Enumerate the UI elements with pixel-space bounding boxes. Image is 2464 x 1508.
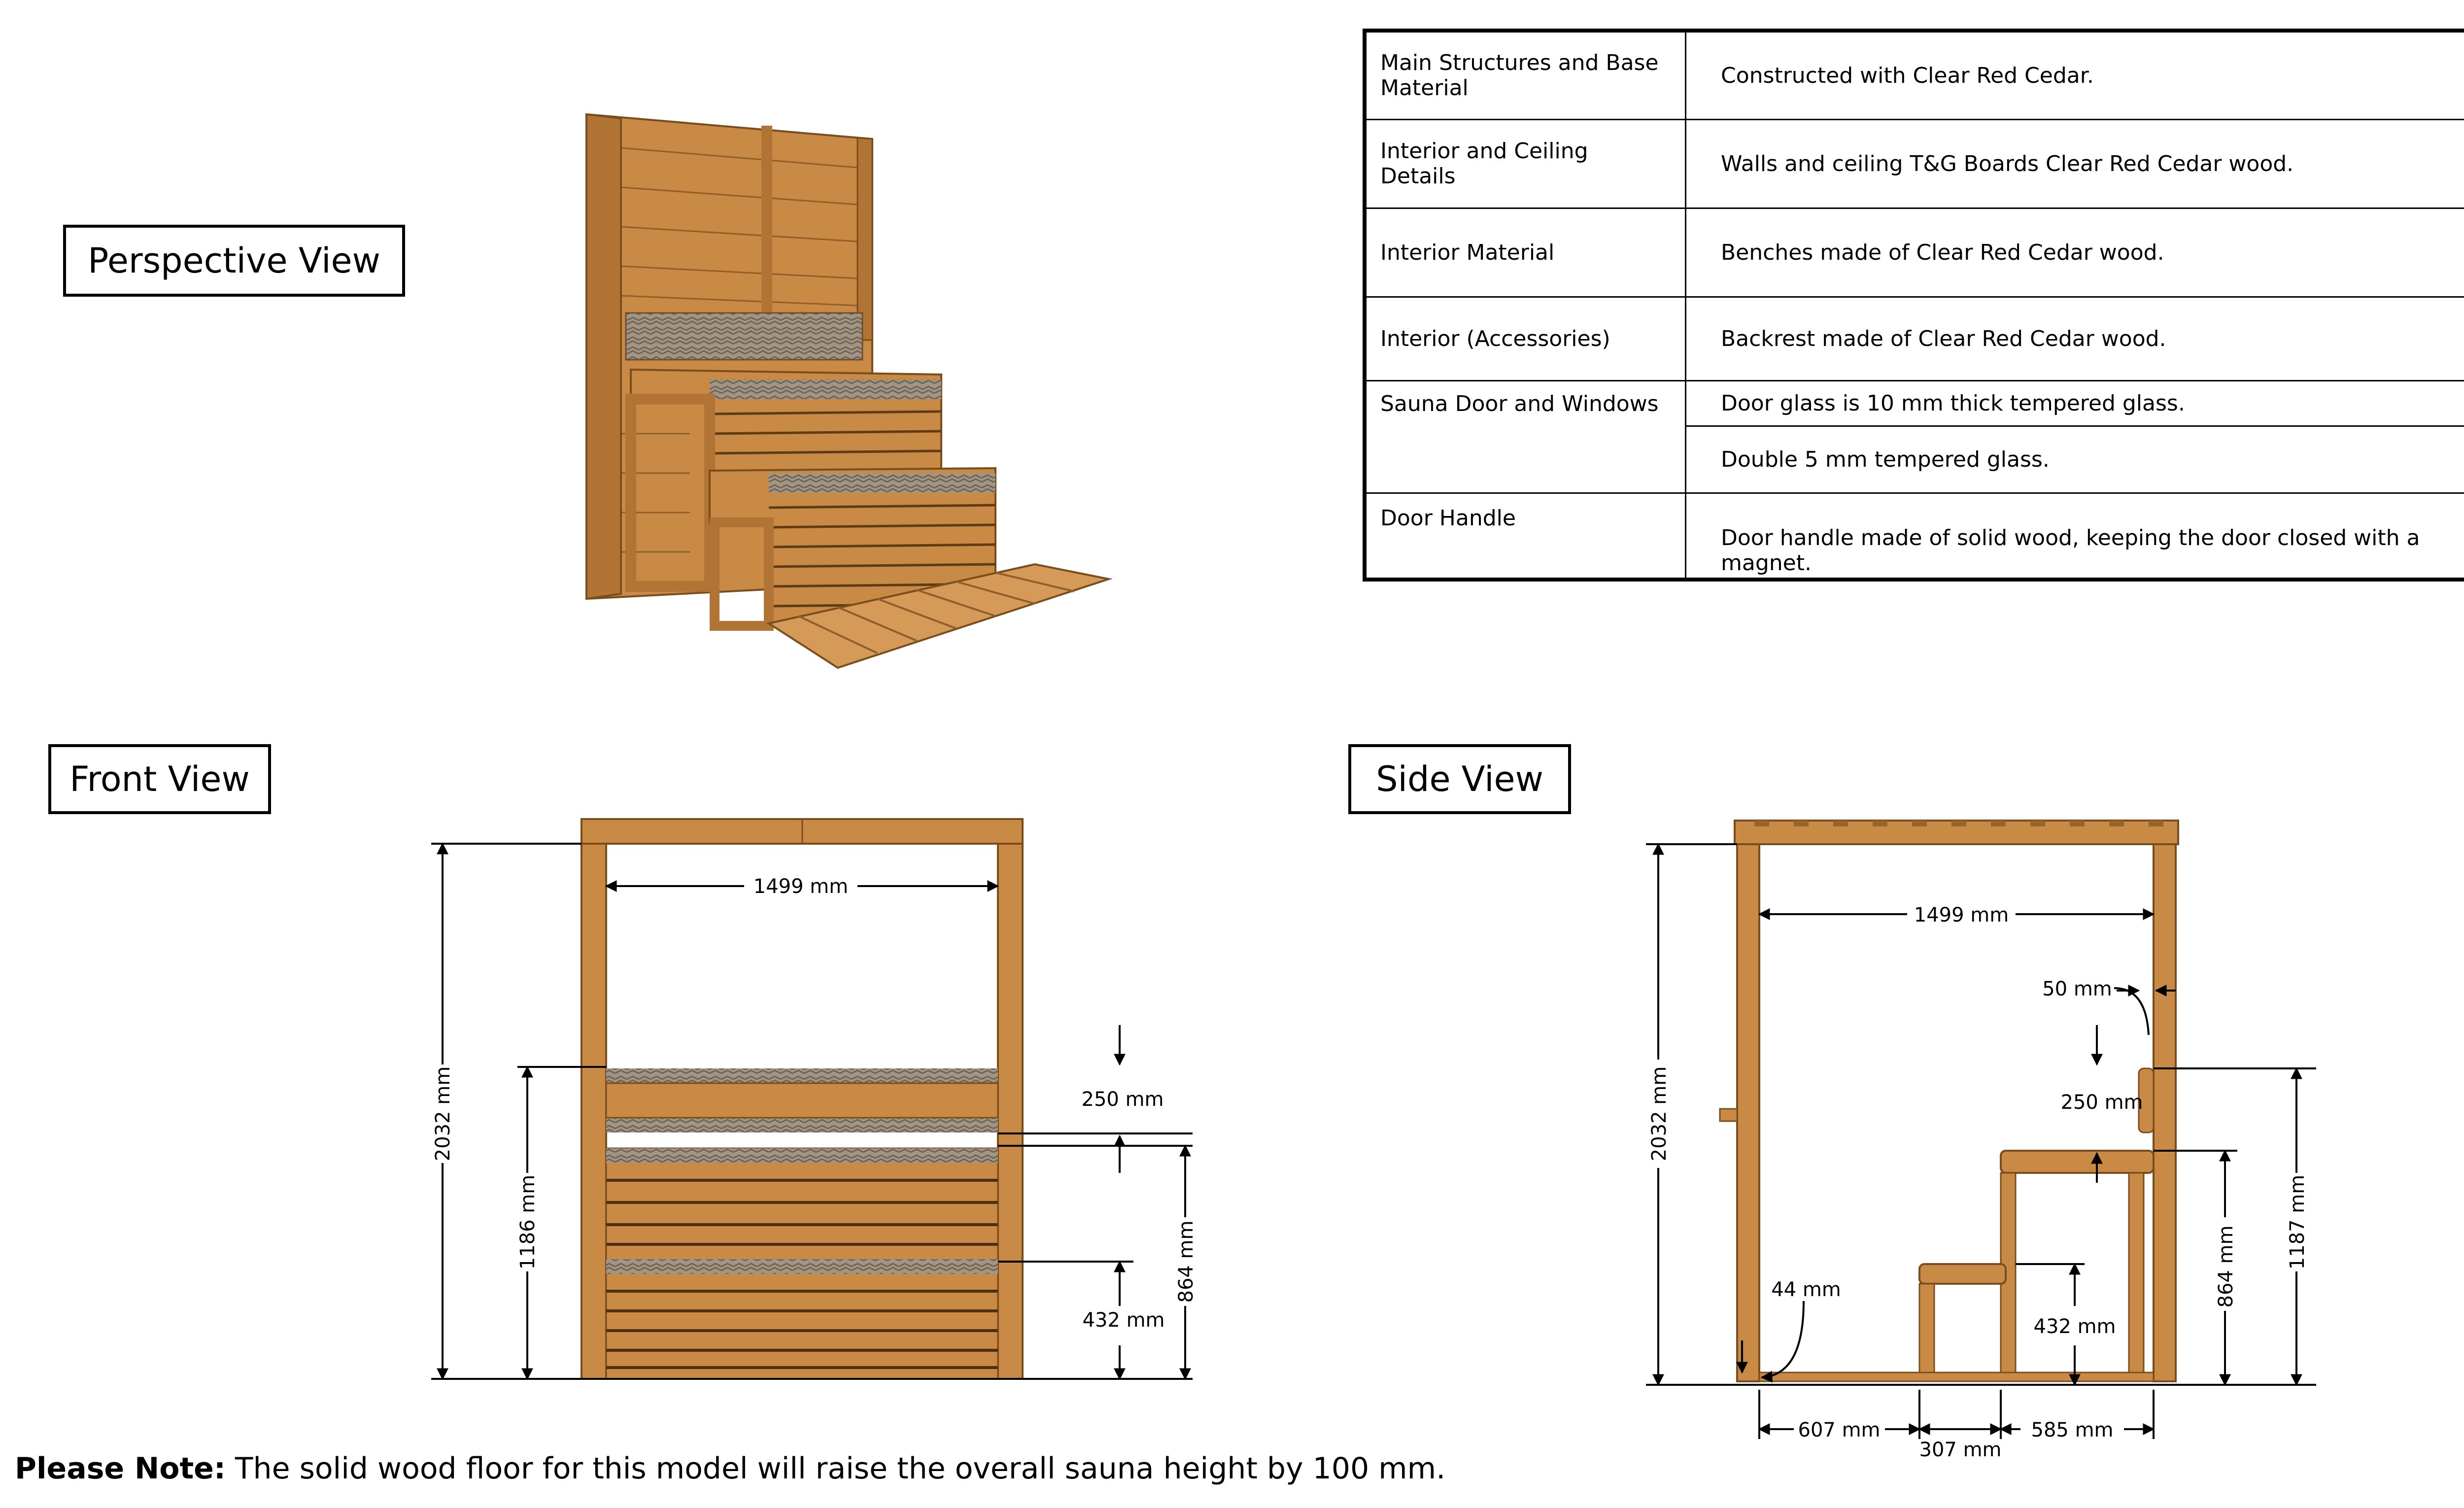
spec-value: Constructed with Clear Red Cedar.	[1685, 30, 2464, 120]
spec-key: Interior Material	[1364, 207, 1686, 298]
side-depth2-label: 307 mm	[1919, 1439, 2002, 1461]
spec-key: Interior and Ceiling Details	[1364, 118, 1686, 209]
side-low-bench-label: 432 mm	[2034, 1315, 2116, 1338]
front-view-dimensions	[431, 842, 1193, 1380]
spec-key: Door Handle	[1364, 492, 1686, 581]
side-depth1-label: 607 mm	[1798, 1419, 1881, 1441]
spec-value: Double 5 mm tempered glass.	[1685, 425, 2464, 494]
perspective-sauna-drawing	[585, 113, 1113, 669]
spec-value: Door handle made of solid wood, keeping …	[1685, 492, 2464, 581]
note-text: The solid wood floor for this model will…	[225, 1451, 1446, 1486]
side-width-label: 1499 mm	[1914, 904, 2009, 926]
front-low-bench-label: 432 mm	[1083, 1309, 1165, 1332]
table-row: Interior (Accessories) Backrest made of …	[1364, 296, 2464, 381]
table-row: Interior Material Benches made of Clear …	[1364, 207, 2464, 298]
spec-key: Interior (Accessories)	[1364, 296, 1686, 381]
note-bold-label: Please Note:	[15, 1451, 226, 1486]
front-view-label: Front View	[48, 744, 271, 814]
spec-value: Backrest made of Clear Red Cedar wood.	[1685, 296, 2464, 381]
side-floor-gap-label: 44 mm	[1771, 1278, 1841, 1301]
front-view-drawing	[581, 818, 1024, 1380]
spec-value: Walls and ceiling T&G Boards Clear Red C…	[1685, 118, 2464, 209]
front-height-label: 2032 mm	[432, 1066, 454, 1161]
side-backrest-label: 250 mm	[2061, 1091, 2143, 1114]
side-depth3-label: 585 mm	[2031, 1419, 2114, 1441]
table-row: Sauna Door and Windows Door glass is 10 …	[1364, 379, 2464, 494]
table-row: Interior and Ceiling Details Walls and c…	[1364, 118, 2464, 209]
side-backrest-gap-label: 50 mm	[2042, 978, 2112, 1000]
side-view-drawing	[1719, 820, 2179, 1382]
front-backrest-label: 250 mm	[1082, 1088, 1164, 1111]
table-row: Double 5 mm tempered glass.	[1365, 425, 2464, 494]
spec-value: Benches made of Clear Red Cedar wood.	[1685, 207, 2464, 298]
front-width-label: 1499 mm	[753, 875, 848, 898]
side-mid-bench-label: 864 mm	[2215, 1226, 2237, 1308]
side-height-label: 2032 mm	[1648, 1066, 1671, 1161]
spec-key: Sauna Door and Windows	[1364, 379, 1686, 494]
table-row: Door Handle Door handle made of solid wo…	[1364, 492, 2464, 581]
spec-value: Door glass is 10 mm thick tempered glass…	[1685, 379, 2464, 427]
front-bench-top-label: 1186 mm	[516, 1175, 539, 1269]
perspective-view-label: Perspective View	[63, 225, 405, 297]
spec-table: Main Structures and Base Material Constr…	[1363, 29, 2464, 582]
side-view-label: Side View	[1348, 744, 1571, 814]
side-top-total-label: 1187 mm	[2286, 1175, 2309, 1269]
side-view-dimensions	[1646, 843, 2316, 1439]
front-mid-bench-label: 864 mm	[1175, 1221, 1198, 1303]
spec-key: Main Structures and Base Material	[1364, 30, 1686, 120]
table-row: Main Structures and Base Material Constr…	[1364, 30, 2464, 120]
footer-note: Please Note: The solid wood floor for th…	[15, 1451, 1445, 1486]
